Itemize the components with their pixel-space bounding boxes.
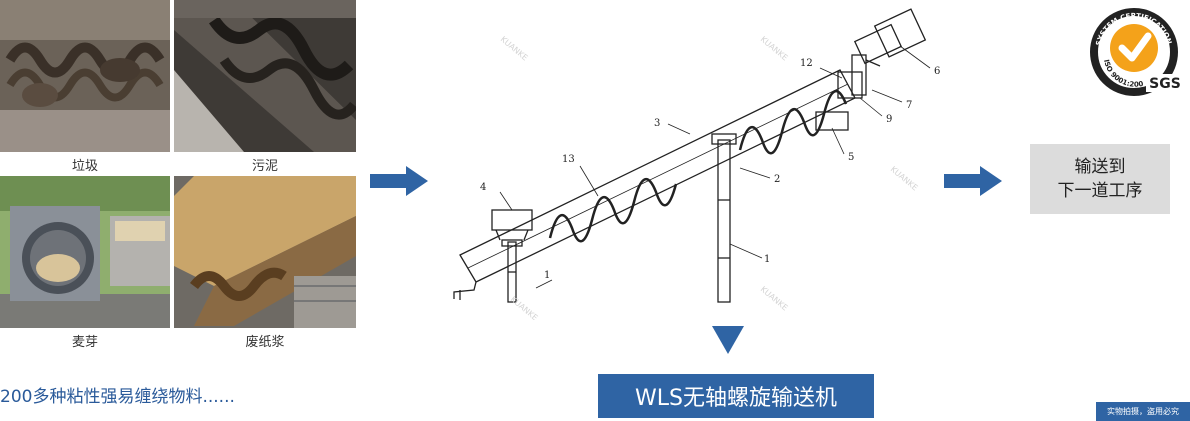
right-arrow-icon: [370, 166, 428, 196]
conveyor-diagram: 1 1 2 3 4 5 6 7 9 12 13 KUANKE KUANKE KU…: [453, 8, 1000, 320]
part-label: 12: [800, 58, 813, 69]
next-step-box: 输送到 下一道工序: [1030, 144, 1170, 214]
photo-paper-pulp-caption: 废纸浆: [245, 335, 285, 350]
sgs-certificate-logo: SYSTEM CERTIFICATION ISO 9001:2000 SGS: [1082, 2, 1184, 96]
part-label: 1: [544, 270, 550, 281]
down-arrow-icon: [712, 326, 744, 354]
part-label: 13: [562, 154, 575, 165]
photo-malt-caption: 麦芽: [71, 335, 98, 350]
copyright-note: 实物拍摄，盗用必究: [1096, 402, 1190, 421]
photo-sludge: [174, 0, 356, 152]
watermark: KUANKE: [759, 285, 790, 313]
photo-garbage: [0, 0, 170, 152]
part-label: 6: [934, 66, 940, 77]
watermark: KUANKE: [999, 285, 1000, 313]
product-title: WLS无轴螺旋输送机: [598, 374, 874, 418]
photo-sludge-caption: 污泥: [251, 159, 278, 174]
watermark: KUANKE: [499, 35, 530, 63]
part-label: 9: [886, 114, 892, 125]
photo-garbage-caption: 垃圾: [71, 159, 98, 174]
photo-malt: [0, 176, 170, 328]
part-label: 7: [906, 100, 912, 111]
watermark: KUANKE: [889, 165, 920, 193]
part-label: 2: [774, 174, 780, 185]
part-label: 3: [654, 118, 660, 129]
photo-paper-pulp: [174, 176, 356, 328]
part-label: 1: [764, 254, 770, 265]
sgs-brand: SGS: [1149, 76, 1181, 92]
part-label: 4: [480, 182, 486, 193]
next-step-line2: 下一道工序: [1057, 181, 1143, 201]
materials-text: 200多种粘性强易缠绕物料......: [0, 387, 235, 407]
part-label: 5: [848, 152, 854, 163]
right-arrow-icon-2: [944, 166, 1002, 196]
watermark: KUANKE: [509, 295, 540, 320]
next-step-line1: 输送到: [1074, 157, 1126, 177]
watermark: KUANKE: [759, 35, 790, 63]
